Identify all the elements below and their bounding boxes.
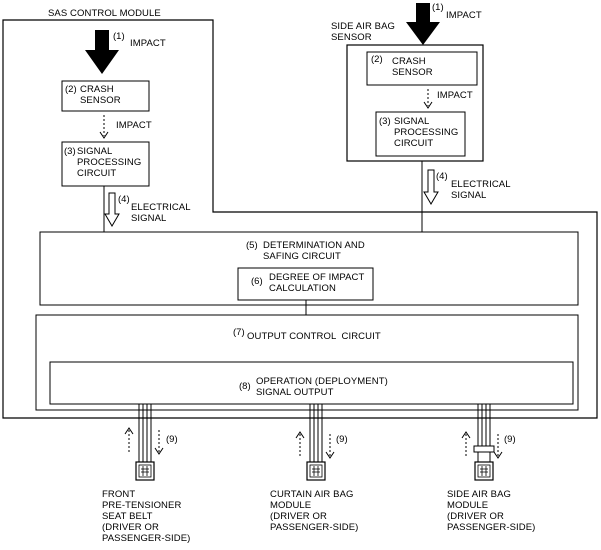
- sas-module-outline: [2, 19, 598, 419]
- operation-label: OPERATION (DEPLOYMENT) SIGNAL OUTPUT: [256, 376, 388, 398]
- output-wire-1: [138, 404, 152, 466]
- crash-sensor-right-box: [366, 51, 478, 86]
- connector-plug-2-icon: [306, 461, 326, 481]
- output-arrows-3-icon: [461, 431, 503, 459]
- signal-processing-left-box: [61, 141, 150, 187]
- output-arrows-1-icon: [124, 427, 164, 455]
- output-control-num: (7): [233, 327, 245, 338]
- impact-arrow-left-icon: [85, 30, 119, 74]
- output-2-num: (9): [336, 434, 348, 445]
- determination-circuit-box: [39, 231, 579, 306]
- output-control-label: OUTPUT CONTROL CIRCUIT: [247, 331, 381, 342]
- crash-sensor-left-num: (2): [65, 84, 77, 95]
- output-1-num: (9): [166, 434, 178, 445]
- degree-num: (6): [251, 276, 263, 287]
- elec-right-num: (4): [436, 171, 448, 182]
- connector-plug-3-icon: [474, 461, 494, 481]
- impact-left-label: IMPACT: [130, 38, 166, 49]
- elec-right-label: ELECTRICAL SIGNAL: [451, 179, 511, 201]
- determination-label: DETERMINATION AND SAFING CIRCUIT: [263, 240, 365, 262]
- degree-label: DEGREE OF IMPACT CALCULATION: [269, 272, 365, 294]
- signal-processing-right-box: [375, 111, 466, 157]
- impact-left-num: (1): [113, 31, 125, 42]
- side-air-bag-sensor-box: [346, 44, 484, 162]
- electrical-arrow-right-icon: [423, 169, 439, 205]
- signal-proc-left-label: SIGNAL PROCESSING CIRCUIT: [77, 146, 142, 179]
- sas-module-title: SAS CONTROL MODULE: [48, 8, 161, 19]
- elec-left-num: (4): [118, 194, 130, 205]
- signal-proc-left-num: (3): [64, 146, 76, 157]
- output-arrows-2-icon: [295, 431, 335, 459]
- operation-num: (8): [239, 381, 251, 392]
- electrical-arrow-left-icon: [104, 192, 120, 227]
- output-wire-3: [473, 404, 495, 466]
- signal-proc-right-num: (3): [379, 116, 391, 127]
- output-3-label: SIDE AIR BAG MODULE (DRIVER OR PASSENGER…: [447, 489, 536, 533]
- impact-arrow-right-icon: [406, 3, 440, 45]
- side-air-bag-sensor-title: SIDE AIR BAG SENSOR: [331, 21, 396, 43]
- output-control-box: [35, 314, 579, 411]
- crash-sensor-left-label: CRASH SENSOR: [80, 84, 121, 106]
- output-3-num: (9): [504, 434, 516, 445]
- impact-right-num: (1): [432, 2, 444, 13]
- crash-sensor-right-label: CRASH SENSOR: [392, 56, 433, 78]
- elec-left-label: ELECTRICAL SIGNAL: [131, 202, 191, 224]
- impact-arrow-left-label: IMPACT: [116, 120, 152, 131]
- output-wire-2: [309, 404, 323, 466]
- signal-proc-right-label: SIGNAL PROCESSING CIRCUIT: [394, 116, 459, 149]
- crash-sensor-left-box: [61, 80, 150, 112]
- impact-arrow-right-label: IMPACT: [437, 90, 473, 101]
- crash-sensor-right-num: (2): [371, 54, 383, 65]
- output-2-label: CURTAIN AIR BAG MODULE (DRIVER OR PASSEN…: [270, 489, 359, 533]
- dashed-impact-arrow-right-icon: [423, 89, 433, 109]
- connector-plug-1-icon: [135, 461, 155, 481]
- operation-output-box: [49, 361, 574, 405]
- output-1-label: FRONT PRE-TENSIONER SEAT BELT (DRIVER OR…: [102, 489, 191, 544]
- dashed-impact-arrow-left-icon: [99, 115, 109, 139]
- impact-right-label: IMPACT: [446, 10, 482, 21]
- determination-num: (5): [246, 240, 258, 251]
